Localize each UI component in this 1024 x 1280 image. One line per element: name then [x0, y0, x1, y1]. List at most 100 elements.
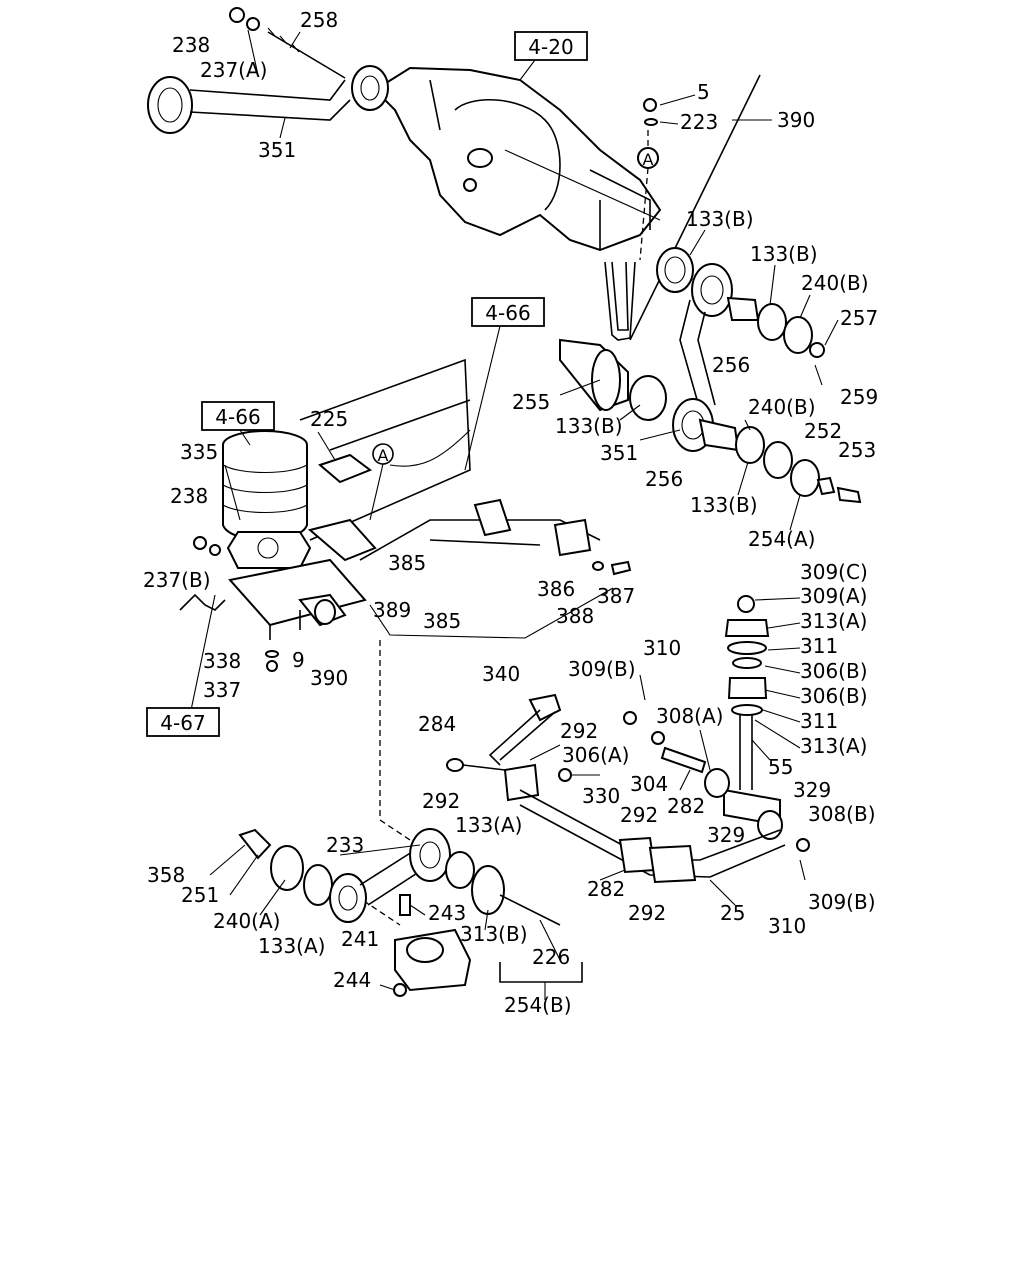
label-292-d: 292 — [628, 901, 666, 925]
label-351-top: 351 — [258, 138, 296, 162]
label-leaders — [209, 29, 839, 1000]
label-292-b: 292 — [422, 789, 460, 813]
label-257: 257 — [840, 306, 878, 330]
ref-box-4-20[interactable]: 4-20 — [514, 31, 588, 61]
label-335: 335 — [180, 440, 218, 464]
label-253: 253 — [838, 438, 876, 462]
label-282-a: 282 — [667, 794, 705, 818]
label-133b-3: 133(B) — [555, 414, 623, 438]
label-310-b: 310 — [768, 914, 806, 938]
ref-box-4-66-left[interactable]: 4-66 — [201, 401, 275, 431]
marker-a-mid: A — [372, 443, 394, 465]
label-358: 358 — [147, 863, 185, 887]
label-390-top: 390 — [777, 108, 815, 132]
label-259: 259 — [840, 385, 878, 409]
label-386: 386 — [537, 577, 575, 601]
label-226: 226 — [532, 945, 570, 969]
label-388: 388 — [556, 604, 594, 628]
ref-box-4-67[interactable]: 4-67 — [146, 707, 220, 737]
right-bushings-upper — [656, 247, 825, 411]
bracket-plate-225 — [318, 453, 373, 484]
label-292-c: 292 — [620, 803, 658, 827]
label-240b-2: 240(B) — [748, 395, 816, 419]
label-329-a: 329 — [793, 778, 831, 802]
label-252: 252 — [804, 419, 842, 443]
label-254b: 254(B) — [504, 993, 572, 1017]
label-241: 241 — [341, 927, 379, 951]
label-313a-1: 313(A) — [800, 609, 867, 633]
label-282-b: 282 — [587, 877, 625, 901]
label-233: 233 — [326, 833, 364, 857]
label-304: 304 — [630, 772, 668, 796]
ref-4-66-left-text: 4-66 — [215, 405, 260, 429]
label-237a: 237(A) — [200, 58, 267, 82]
label-255: 255 — [512, 390, 550, 414]
label-133b-2: 133(B) — [750, 242, 818, 266]
label-133b-1: 133(B) — [686, 207, 754, 231]
label-240b-1: 240(B) — [801, 271, 869, 295]
label-306b-2: 306(B) — [800, 684, 868, 708]
label-338: 338 — [203, 649, 241, 673]
label-311-b: 311 — [800, 709, 838, 733]
label-309c: 309(C) — [800, 560, 868, 584]
label-311-a: 311 — [800, 634, 838, 658]
label-309b-1: 309(B) — [568, 657, 636, 681]
marker-a-top: A — [637, 147, 659, 169]
label-389: 389 — [373, 598, 411, 622]
frame-crossmember — [359, 498, 632, 576]
marker-a-top-text: A — [643, 150, 654, 169]
label-133b-4: 133(B) — [690, 493, 758, 517]
label-244: 244 — [333, 968, 371, 992]
label-256-top: 256 — [712, 353, 750, 377]
label-310-a: 310 — [643, 636, 681, 660]
marker-a-mid-text: A — [378, 446, 389, 465]
label-351-mid: 351 — [600, 441, 638, 465]
label-390-mid: 390 — [310, 666, 348, 690]
label-340: 340 — [482, 662, 520, 686]
label-387: 387 — [597, 584, 635, 608]
label-237b: 237(B) — [143, 568, 211, 592]
label-133a-2: 133(A) — [258, 934, 325, 958]
frame-rail — [299, 358, 471, 541]
label-309a: 309(A) — [800, 584, 867, 608]
label-337: 337 — [203, 678, 241, 702]
axle-housing — [373, 66, 662, 252]
label-258: 258 — [300, 8, 338, 32]
label-251: 251 — [181, 883, 219, 907]
label-5: 5 — [697, 80, 710, 104]
ref-4-66-right-text: 4-66 — [485, 301, 530, 325]
label-313b: 313(B) — [460, 922, 528, 946]
label-284: 284 — [418, 712, 456, 736]
label-330: 330 — [582, 784, 620, 808]
label-385-a: 385 — [388, 551, 426, 575]
label-306a: 306(A) — [562, 743, 629, 767]
label-385-b: 385 — [423, 609, 461, 633]
label-306b-1: 306(B) — [800, 659, 868, 683]
lower-torque-rod — [238, 828, 561, 997]
label-313a-2: 313(A) — [800, 734, 867, 758]
label-292-a: 292 — [560, 719, 598, 743]
label-223: 223 — [680, 110, 718, 134]
label-329-b: 329 — [707, 823, 745, 847]
part-labels: 238 258 237(A) 351 5 223 390 133(B) 133(… — [143, 8, 878, 1017]
label-55: 55 — [768, 755, 793, 779]
label-308a: 308(A) — [656, 704, 723, 728]
label-133a-1: 133(A) — [455, 813, 522, 837]
label-243: 243 — [428, 901, 466, 925]
stabilizer-bar — [446, 674, 786, 884]
label-9: 9 — [292, 648, 305, 672]
label-238-mid: 238 — [170, 484, 208, 508]
shock-absorber — [704, 595, 810, 881]
label-254a: 254(A) — [748, 527, 815, 551]
label-238-top: 238 — [172, 33, 210, 57]
bracket-lines-254b — [499, 962, 583, 983]
label-309b-2: 309(B) — [808, 890, 876, 914]
label-240a: 240(A) — [213, 909, 280, 933]
leader-lines — [189, 587, 614, 926]
label-308b: 308(B) — [808, 802, 876, 826]
ref-box-4-66-right[interactable]: 4-66 — [471, 297, 545, 327]
label-225: 225 — [310, 407, 348, 431]
right-bushings-lower — [559, 338, 862, 504]
ref-4-67-text: 4-67 — [160, 711, 205, 735]
